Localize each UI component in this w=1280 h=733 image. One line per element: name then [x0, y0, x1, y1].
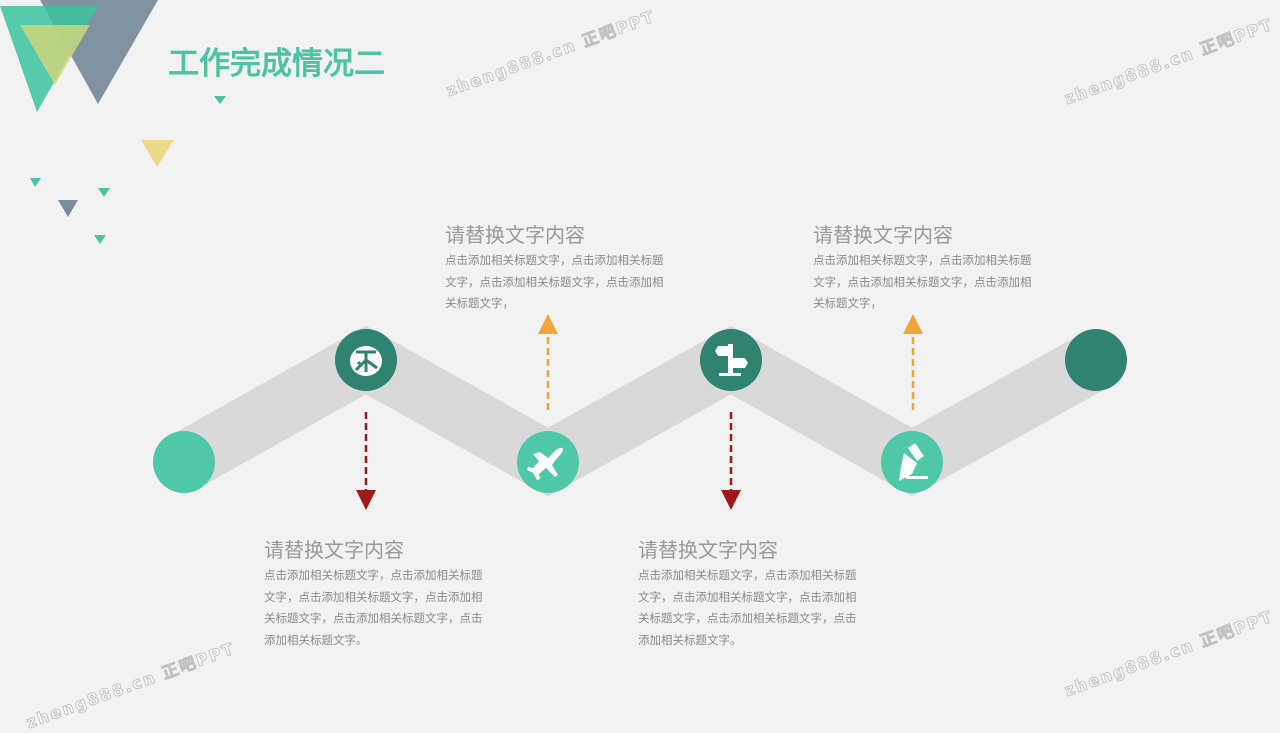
bug-icon — [350, 346, 382, 376]
decorative-triangles — [0, 0, 226, 244]
milestone-4 — [881, 431, 943, 493]
triangle-gray-small — [58, 200, 78, 217]
timeline-track — [169, 325, 1111, 497]
triangle-small — [94, 235, 106, 244]
text-block-3: 请替换文字内容 点击添加相关标题文字，点击添加相关标题文字，点击添加相关标题文字… — [638, 537, 863, 651]
start-node — [153, 431, 215, 493]
text-block-4: 请替换文字内容 点击添加相关标题文字，点击添加相关标题文字，点击添加相关标题文字… — [813, 222, 1038, 315]
end-node — [1065, 329, 1127, 391]
fountain-pen-icon — [899, 443, 928, 481]
block-body: 点击添加相关标题文字，点击添加相关标题文字，点击添加相关标题文字，点击添加相关标… — [638, 568, 857, 647]
block-heading: 请替换文字内容 — [813, 223, 953, 247]
milestone-2 — [517, 431, 579, 493]
page-title: 工作完成情况二 — [168, 46, 385, 82]
triangle-small — [98, 188, 110, 197]
milestone-3 — [700, 329, 762, 391]
text-block-2: 请替换文字内容 点击添加相关标题文字，点击添加相关标题文字，点击添加相关标题文字… — [445, 222, 670, 315]
triangle-yellow-small — [141, 140, 174, 167]
milestone-1 — [335, 329, 397, 391]
block-heading: 请替换文字内容 — [638, 538, 778, 562]
block-heading: 请替换文字内容 — [264, 538, 404, 562]
triangle-yellow — [20, 25, 90, 85]
text-block-1: 请替换文字内容 点击添加相关标题文字，点击添加相关标题文字，点击添加相关标题文字… — [264, 537, 489, 651]
triangle-small — [214, 96, 226, 104]
block-body: 点击添加相关标题文字，点击添加相关标题文字，点击添加相关标题文字，点击添加相关标… — [445, 253, 664, 310]
block-body: 点击添加相关标题文字，点击添加相关标题文字，点击添加相关标题文字，点击添加相关标… — [813, 253, 1032, 310]
block-body: 点击添加相关标题文字，点击添加相关标题文字，点击添加相关标题文字，点击添加相关标… — [264, 568, 483, 647]
airplane-icon — [527, 447, 563, 480]
triangle-small — [30, 178, 41, 187]
block-heading: 请替换文字内容 — [445, 223, 585, 247]
signpost-icon — [715, 344, 748, 376]
